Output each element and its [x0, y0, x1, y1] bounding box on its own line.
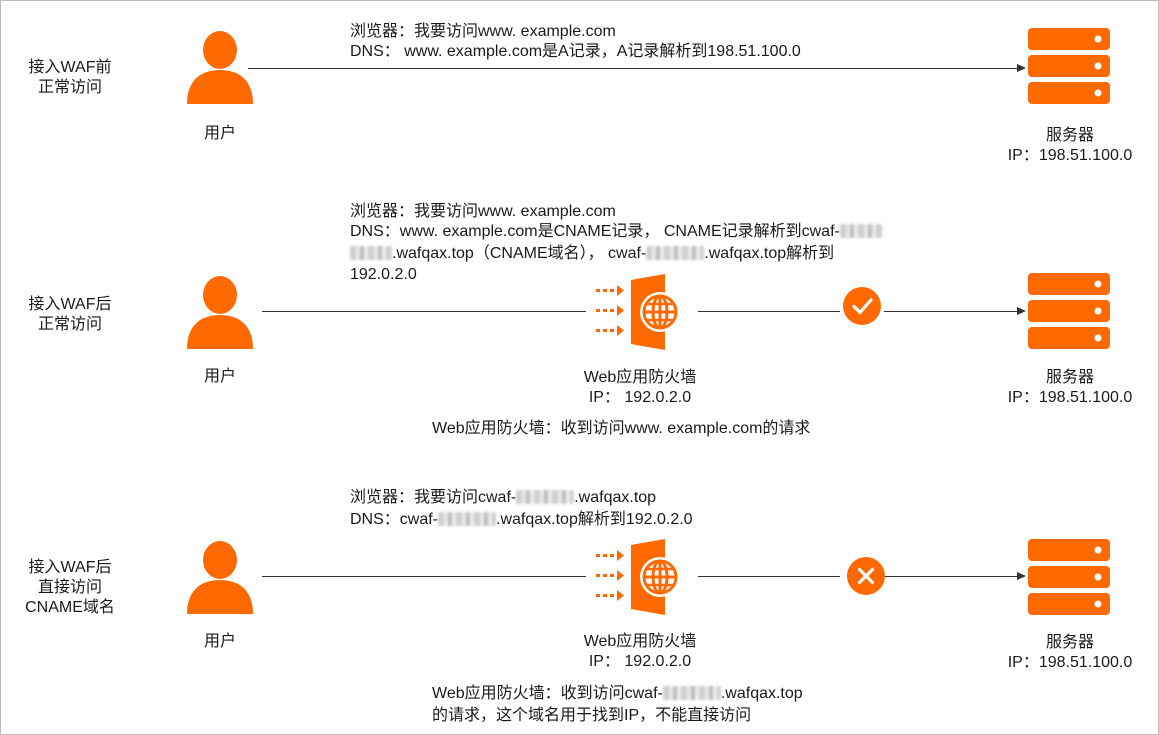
row3-waf-note-line2: 的请求，这个域名用于找到IP，不能直接访问 — [432, 707, 752, 724]
row2-server-label: 服务器 — [1045, 369, 1094, 386]
check-icon — [843, 287, 881, 325]
row3-browser-text: 浏览器：我要访问cwaf- .wafqax.top — [350, 488, 656, 508]
cross-icon — [847, 557, 885, 595]
row3-waf-note-b: .wafqax.top — [720, 685, 803, 702]
row1-arrowhead — [1017, 64, 1026, 72]
row2-waf-label: Web应用防火墙 — [583, 369, 697, 386]
row2-dns-line1: DNS：www. example.com是CNAME记录， CNAME记录解析到… — [350, 222, 882, 242]
row2-waf-note: Web应用防火墙：收到访问www. example.com的请求 — [432, 420, 811, 437]
row3-user-label: 用户 — [203, 633, 236, 650]
redacted-domain — [646, 246, 705, 260]
row2-dns-line2a: .wafqax.top（CNAME域名）， cwaf- — [392, 245, 647, 262]
row3-label-line1: 接入WAF后 — [28, 559, 112, 576]
waf-firewall-icon — [596, 274, 680, 350]
row2-server-ip: IP：198.51.100.0 — [1007, 389, 1133, 406]
row2-user-to-waf-line — [262, 311, 586, 312]
server-icon — [1028, 273, 1110, 349]
row1-label: 接入WAF前 正常访问 — [10, 58, 130, 98]
row3-label-line2: 直接访问 — [37, 579, 102, 596]
row3-dns-a: DNS：cwaf- — [350, 511, 439, 528]
row3-waf-note-a: Web应用防火墙：收到访问cwaf- — [432, 685, 663, 702]
row1-user-label: 用户 — [203, 125, 236, 142]
row3-browser-b: .wafqax.top — [574, 489, 657, 506]
row3-label: 接入WAF后 直接访问 CNAME域名 — [10, 558, 130, 618]
redacted-domain — [350, 246, 392, 260]
redacted-domain — [662, 686, 721, 700]
waf-firewall-icon — [596, 539, 680, 615]
row3-waf-note: Web应用防火墙：收到访问cwaf- .wafqax.top — [432, 684, 803, 704]
row2-label: 接入WAF后 正常访问 — [10, 295, 130, 335]
row1-label-line2: 正常访问 — [37, 79, 102, 96]
row2-arrowhead — [1017, 307, 1026, 315]
redacted-domain — [438, 512, 497, 526]
row3-dns-b: .wafqax.top解析到192.0.2.0 — [496, 511, 693, 528]
server-icon — [1028, 28, 1110, 104]
row2-dns-line3: 192.0.2.0 — [350, 266, 417, 283]
row3-arrowhead — [1017, 572, 1026, 580]
row2-label-line1: 接入WAF后 — [28, 296, 112, 313]
row2-label-line2: 正常访问 — [37, 316, 102, 333]
redacted-domain — [516, 490, 575, 504]
row1-dns-text: DNS： www. example.com是A记录，A记录解析到198.51.1… — [350, 43, 801, 60]
user-icon — [187, 276, 253, 349]
row3-label-line3: CNAME域名 — [25, 599, 115, 616]
row2-user-label: 用户 — [203, 368, 236, 385]
row1-label-line1: 接入WAF前 — [28, 59, 112, 76]
row3-browser-a: 浏览器：我要访问cwaf- — [350, 489, 517, 506]
row1-server-ip: IP：198.51.100.0 — [1007, 147, 1133, 164]
row2-waf-to-check-line — [698, 311, 840, 312]
row2-waf-ip: IP： 192.0.2.0 — [588, 389, 692, 406]
row3-waf-label: Web应用防火墙 — [583, 633, 697, 650]
server-icon — [1028, 539, 1110, 615]
row3-waf-ip: IP： 192.0.2.0 — [588, 653, 692, 670]
row3-waf-to-cross-line — [698, 576, 840, 577]
row3-server-label: 服务器 — [1045, 634, 1094, 651]
row2-dns-line1-text: DNS：www. example.com是CNAME记录， CNAME记录解析到… — [350, 223, 840, 240]
row3-dns-text: DNS：cwaf- .wafqax.top解析到192.0.2.0 — [350, 510, 693, 530]
row3-server-ip: IP：198.51.100.0 — [1007, 654, 1133, 671]
row3-cross-to-server-line — [884, 576, 1018, 577]
redacted-domain — [839, 224, 882, 238]
row3-user-to-waf-line — [262, 576, 586, 577]
row2-browser-text: 浏览器：我要访问www. example.com — [350, 203, 616, 220]
row2-check-to-server-line — [884, 311, 1018, 312]
user-icon — [187, 541, 253, 614]
row1-browser-text: 浏览器：我要访问www. example.com — [350, 23, 616, 40]
row1-request-arrow — [248, 68, 1018, 69]
row2-dns-line2: .wafqax.top（CNAME域名）， cwaf- .wafqax.top解析… — [350, 244, 834, 264]
row2-dns-line2b: .wafqax.top解析到 — [704, 245, 835, 262]
row1-server-label: 服务器 — [1045, 127, 1094, 144]
user-icon — [187, 31, 253, 104]
